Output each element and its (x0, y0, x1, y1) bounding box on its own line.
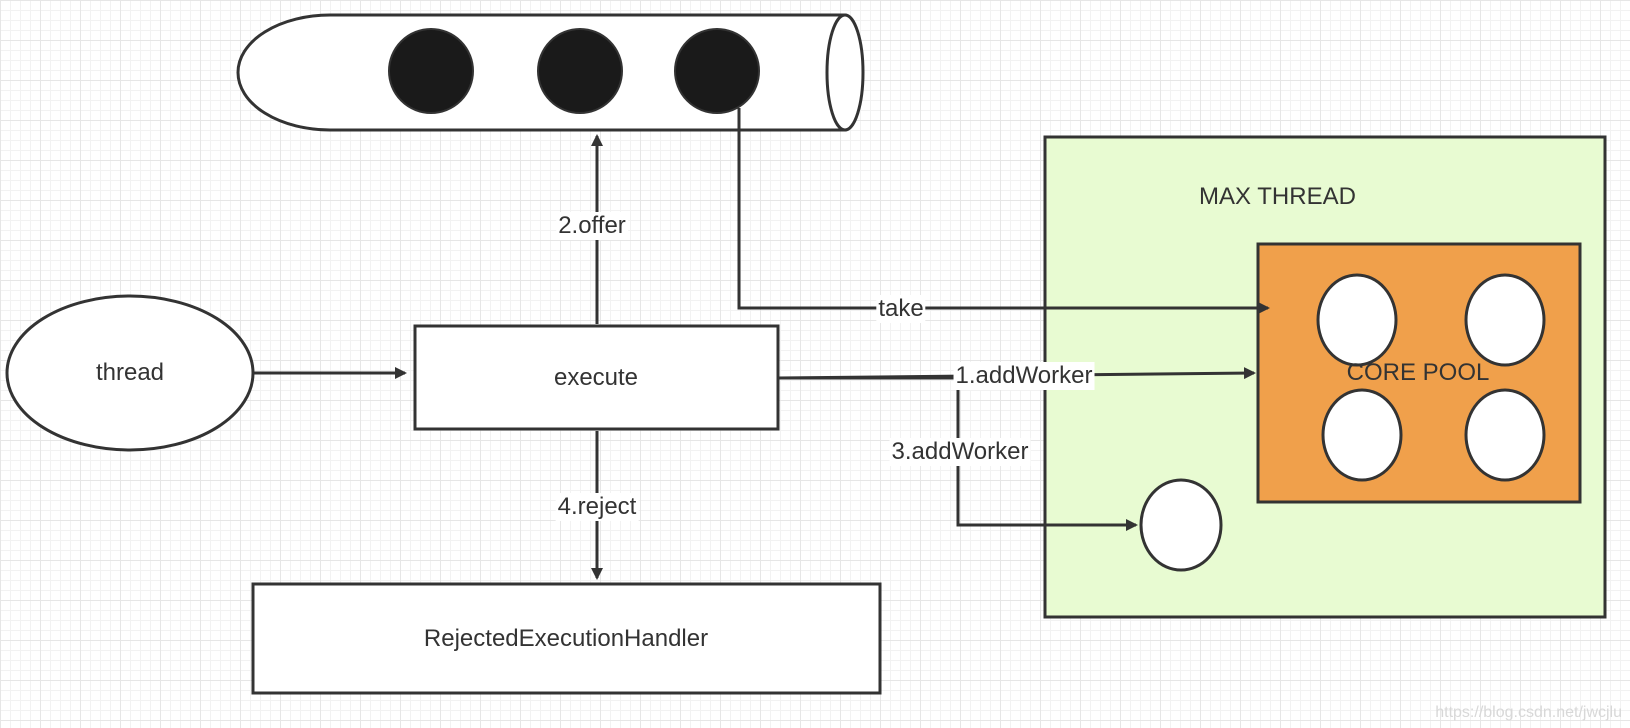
max-thread-label: MAX THREAD (1199, 183, 1356, 210)
thread-label: thread (95, 359, 165, 386)
extra-worker (1139, 478, 1223, 572)
queued-task-1 (388, 28, 474, 114)
queue-end-cap (825, 13, 865, 132)
watermark: https://blog.csdn.net/jwcjlu (1435, 704, 1622, 721)
core-pool-label: CORE POOL (1346, 359, 1490, 386)
rejected-handler-node (251, 582, 882, 695)
offer-edge-label: 2.offer (556, 212, 628, 240)
queued-task-2 (537, 28, 623, 114)
reject-edge-label: 4.reject (555, 493, 639, 521)
core-worker-3 (1321, 388, 1403, 482)
core-worker-1 (1316, 273, 1398, 367)
execute-label: execute (553, 364, 639, 391)
core-worker-4 (1464, 388, 1546, 482)
task-queue (236, 13, 865, 132)
rejected-handler-label: RejectedExecutionHandler (423, 625, 709, 652)
take-edge-label: take (876, 295, 926, 323)
add-worker-3-edge-label: 3.addWorker (889, 438, 1031, 466)
core-worker-2 (1464, 273, 1546, 367)
edge-take (737, 108, 1270, 314)
add-worker-1-edge-label: 1.addWorker (953, 362, 1095, 390)
queued-task-3 (674, 28, 760, 114)
